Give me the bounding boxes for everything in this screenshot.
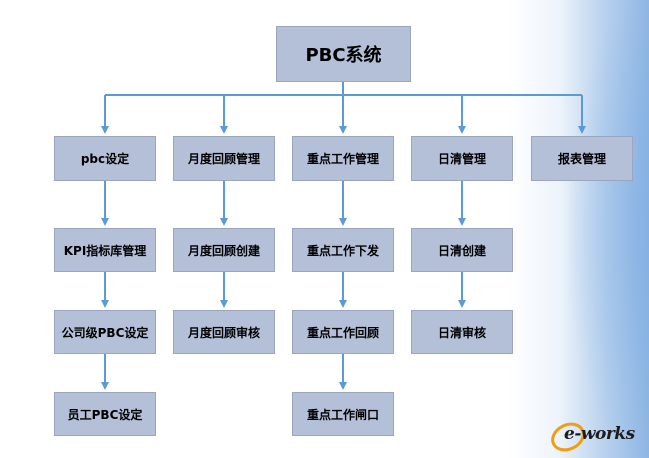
- node-key-work-review: 重点工作回顾: [292, 310, 394, 354]
- node-employee-pbc: 员工PBC设定: [54, 392, 156, 436]
- logo-text: e-works: [564, 424, 635, 444]
- node-daily-audit: 日清审核: [411, 310, 513, 354]
- node-pbc-settings: pbc设定: [54, 136, 156, 181]
- node-key-work-management: 重点工作管理: [292, 136, 394, 181]
- node-monthly-review-audit: 月度回顾审核: [173, 310, 275, 354]
- node-company-pbc: 公司级PBC设定: [54, 310, 156, 354]
- node-monthly-review-management: 月度回顾管理: [173, 136, 275, 181]
- node-report-management: 报表管理: [531, 136, 633, 181]
- node-monthly-review-create: 月度回顾创建: [173, 228, 275, 272]
- root-node: PBC系统: [276, 26, 411, 82]
- e-works-logo: [551, 422, 585, 452]
- node-kpi-library: KPI指标库管理: [54, 228, 156, 272]
- node-key-work-gate: 重点工作闸口: [292, 392, 394, 436]
- node-daily-create: 日清创建: [411, 228, 513, 272]
- node-key-work-issue: 重点工作下发: [292, 228, 394, 272]
- node-daily-management: 日清管理: [411, 136, 513, 181]
- decorative-wave: [569, 0, 649, 458]
